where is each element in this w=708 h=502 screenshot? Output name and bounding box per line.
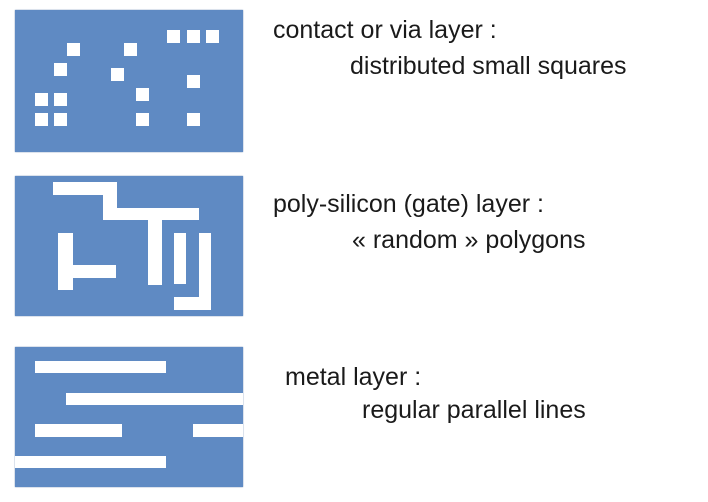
- poly-layer-title: poly-silicon (gate) layer :: [273, 190, 544, 218]
- metal-lines: [15, 361, 243, 468]
- poly-layer-panel: [15, 176, 243, 316]
- poly-polygons: [53, 182, 211, 310]
- metal-layer-panel: [15, 347, 243, 487]
- poly-layer-description: « random » polygons: [352, 226, 586, 254]
- metal-layer-description: regular parallel lines: [362, 396, 586, 424]
- metal-layer-title: metal layer :: [285, 363, 422, 391]
- contact-layer-panel: [15, 10, 243, 152]
- contact-layer-title: contact or via layer :: [273, 16, 497, 44]
- contact-layer-description: distributed small squares: [350, 52, 627, 80]
- contact-squares: [35, 30, 219, 126]
